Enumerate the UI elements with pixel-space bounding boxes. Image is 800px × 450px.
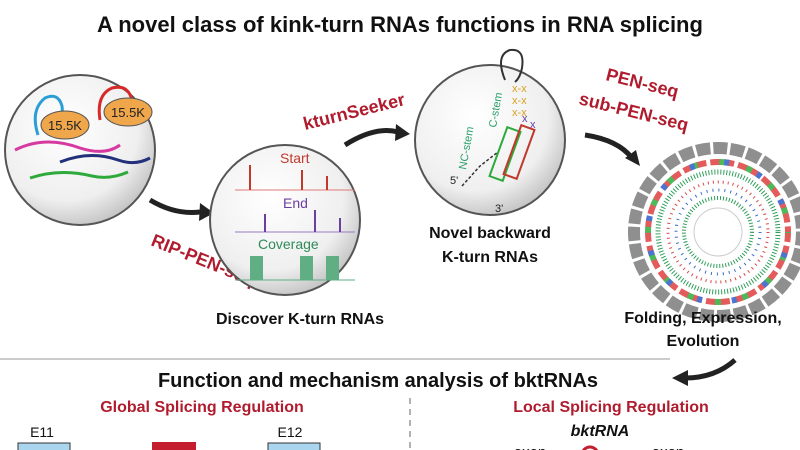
discover-panel: Start End Coverage Discover K-turn RNAs [209,144,384,328]
bktrna-loop [581,445,599,450]
kturn-panel: x-x x-x x-x C-stem NC-stem x x 5' 3' Nov… [414,48,566,266]
circos-outer-ring [628,142,800,322]
protein-15-5k-1 [40,110,90,140]
circos-track-4 [682,196,754,268]
arrow-1-head [199,203,214,221]
rip-panel: 15.5K 15.5K [4,74,156,226]
circos-track-3 [674,188,762,276]
local-splicing-title: Local Splicing Regulation [513,399,709,416]
exon-word-left: exon [514,444,547,450]
figure-title: A novel class of kink-turn RNAs function… [97,12,703,37]
circos-caption-line1: Folding, Expression, [624,310,781,327]
exon-label-right: E12 [278,424,303,440]
kturn-element [152,442,196,450]
protein-15-5k-2 [103,97,153,127]
five-prime-label: 5' [450,175,458,187]
exon-word-right: exon [652,444,685,450]
start-label: Start [280,150,310,166]
circos-caption-line2: Evolution [667,333,740,350]
step-label-kturnseeker: kturnSeeker [301,89,407,134]
protein-label-2: 15.5K [111,105,145,120]
kturn-caption-line1: Novel backward [429,225,551,242]
c-stem-pairs: x-x [512,83,527,95]
discover-sphere [209,144,361,296]
exon-box-right [267,442,321,450]
kturn-box-red [502,123,536,181]
rna-strand-magenta [14,140,121,153]
circos-center [693,207,743,257]
exon-label-left: E11 [30,424,54,440]
bottom-title: Function and mechanism analysis of bktRN… [158,370,598,392]
coverage-block-2 [300,256,313,280]
arrow-4 [684,358,737,381]
arrow-2 [343,128,399,148]
circos-panel: Folding, Expression, Evolution [624,142,800,350]
kturn-purple-marks: x [522,113,528,125]
kturn-caption-line2: K-turn RNAs [442,249,538,266]
c-stem-pairs-2: x-x [512,95,527,107]
kturn-backbone [461,151,499,187]
circos-color-ring-2 [645,159,791,305]
protein-label-1: 15.5K [48,118,82,133]
bktrna-label: bktRNA [571,423,630,440]
end-label: End [283,195,308,211]
arrow-2-head [395,124,410,141]
global-splicing-title: Global Splicing Regulation [100,399,304,416]
exon-box-left [17,442,71,450]
coverage-block-1 [250,256,263,280]
coverage-block-3 [326,256,339,280]
arrow-3-head [625,150,640,166]
c-stem-pairs-3: x-x [512,107,527,119]
rna-strand-navy [59,154,151,165]
arrow-3 [584,132,634,160]
rna-strand-green [29,170,129,180]
kturn-box-green [488,125,522,183]
three-prime-label: 3' [495,203,503,215]
circos-track-1 [655,169,781,295]
arrow-1 [148,197,201,215]
arrow-4-head [672,370,688,386]
coverage-label: Coverage [258,236,319,252]
discover-caption: Discover K-turn RNAs [216,311,384,328]
kturn-sphere [414,64,566,216]
circos-track-2 [666,180,770,284]
hairpin-loop [500,48,524,83]
kturn-purple-marks-2: x [530,119,536,131]
